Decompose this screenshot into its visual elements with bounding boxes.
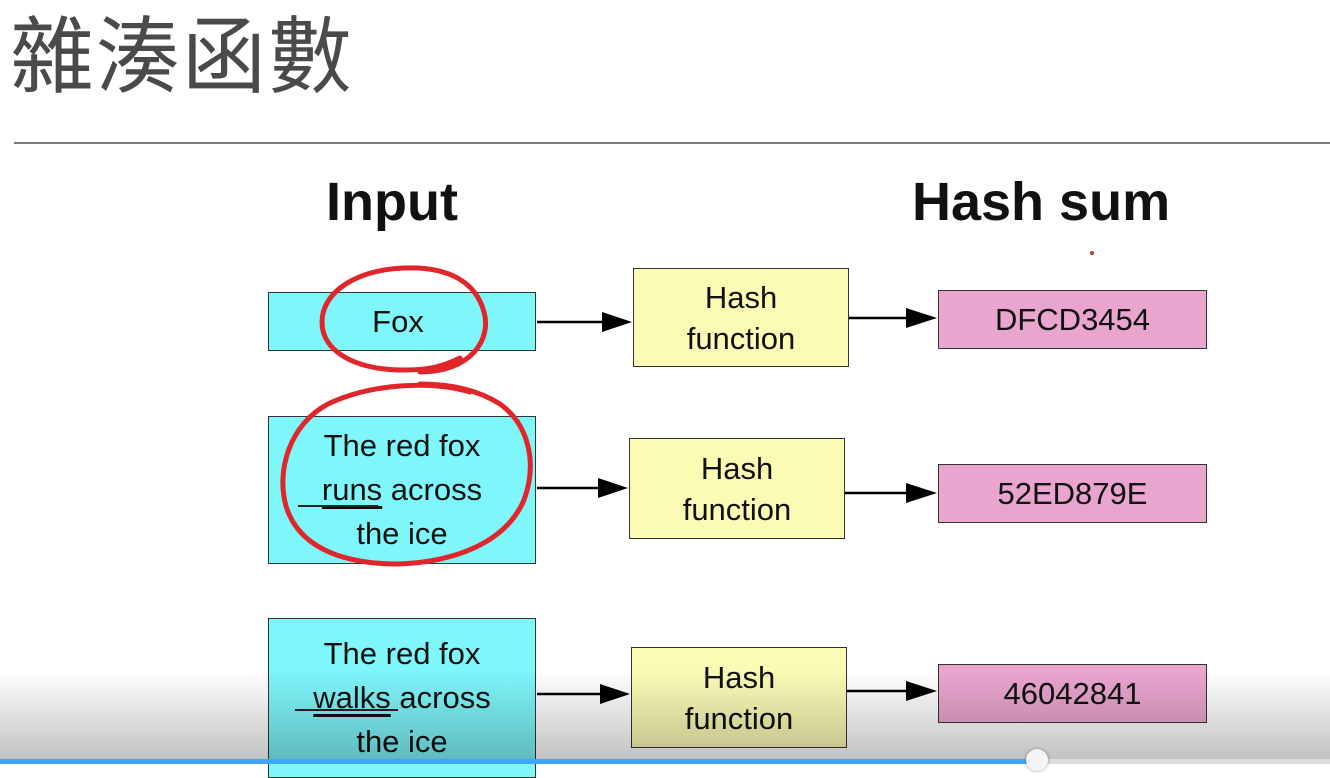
input-text-line1: The red fox: [323, 636, 481, 671]
slide-title: 雜湊函數: [10, 8, 355, 106]
input-text-line2: walks across: [313, 676, 490, 720]
hash-function-label-line1: Hash: [700, 450, 774, 486]
hash-function-label-line1: Hash: [704, 279, 778, 315]
hash-sum-value: DFCD3454: [994, 301, 1151, 337]
red-dot-mark: [1090, 251, 1094, 255]
hash-function-label-line1: Hash: [702, 659, 776, 695]
input-text-line2-rest: across: [382, 472, 483, 507]
video-progress-bar[interactable]: [0, 749, 1330, 771]
hash-sum-box-1: DFCD3454: [938, 290, 1207, 349]
input-box-fox: Fox: [268, 292, 536, 351]
underlined-word: walks: [313, 680, 391, 715]
hash-function-label-line2: function: [686, 320, 796, 356]
arrowhead: [906, 483, 937, 503]
hash-sum-box-2: 52ED879E: [938, 464, 1207, 523]
hash-sum-box-3: 46042841: [938, 664, 1207, 723]
hash-sum-value: 46042841: [1003, 675, 1142, 711]
hash-sum-column-header: Hash sum: [912, 172, 1171, 232]
hash-sum-value: 52ED879E: [997, 475, 1148, 511]
hash-function-label-line2: function: [684, 700, 794, 736]
input-text-line3: the ice: [356, 516, 448, 551]
underlined-word: runs: [321, 472, 383, 507]
input-text-line1: The red fox: [323, 428, 481, 463]
input-text: Fox: [372, 303, 424, 339]
hash-function-box-2: Hash function: [629, 438, 845, 539]
arrowhead: [600, 684, 630, 704]
input-text-line2: runs across: [322, 468, 482, 512]
hash-function-label-line2: function: [682, 491, 792, 527]
arrowhead: [598, 478, 628, 498]
hash-function-box-1: Hash function: [633, 268, 849, 367]
video-scrubber-handle[interactable]: [1026, 749, 1049, 771]
arrowhead: [602, 312, 632, 332]
title-divider: [14, 142, 1330, 144]
arrowhead: [906, 681, 937, 701]
input-box-walks: The red fox walks across the ice: [268, 618, 536, 778]
video-progress-fill: [0, 759, 1038, 764]
input-box-runs: The red fox runs across the ice: [268, 416, 536, 564]
arrowhead: [906, 308, 937, 328]
input-text-line3: the ice: [356, 724, 448, 759]
hash-function-box-3: Hash function: [631, 647, 847, 748]
input-column-header: Input: [326, 172, 458, 232]
input-text-line2-rest: across: [390, 680, 491, 715]
